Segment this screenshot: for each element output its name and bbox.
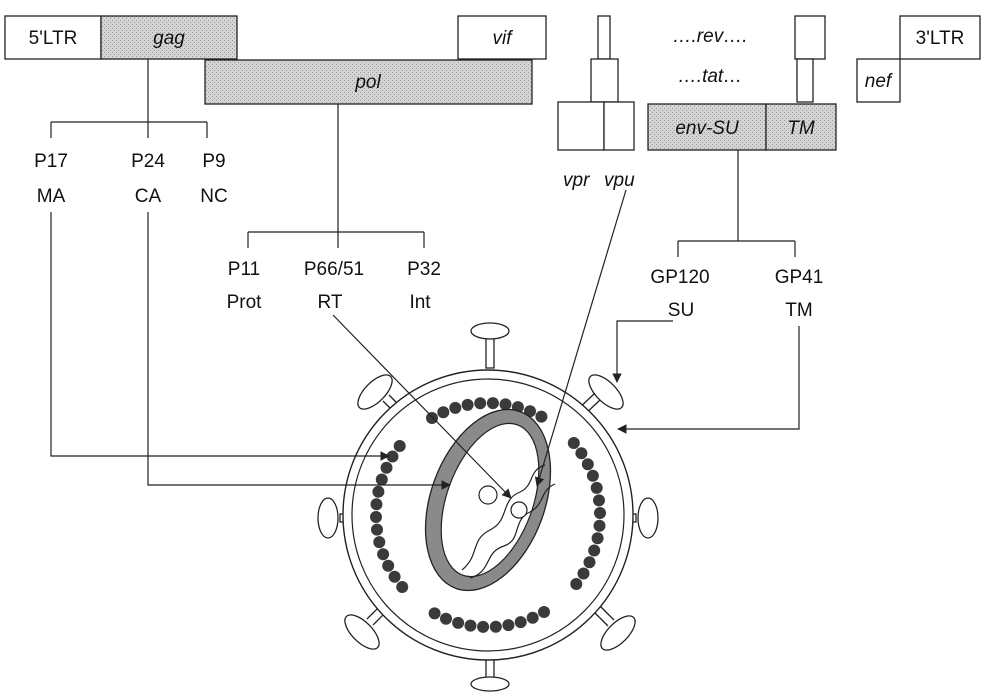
matrix-dot (593, 494, 605, 506)
matrix-dot (377, 548, 389, 560)
matrix-dot (568, 437, 580, 449)
gag-label: gag (153, 28, 185, 49)
gag-product-protein: P17 (34, 151, 68, 172)
matrix-dot (477, 621, 489, 633)
matrix-dot (376, 474, 388, 486)
ltr3-label: 3'LTR (916, 28, 965, 49)
vpr-vpu-exons: vpr vpu (558, 16, 635, 191)
matrix-dot (591, 482, 603, 494)
matrix-dot (490, 621, 502, 633)
matrix-dot (440, 613, 452, 625)
matrix-dot (594, 507, 606, 519)
matrix-dot (462, 399, 474, 411)
matrix-dot (389, 571, 401, 583)
ltr3-box: 3'LTR (900, 16, 980, 59)
matrix-dot (538, 606, 550, 618)
matrix-dot (452, 617, 464, 629)
matrix-dot (371, 524, 383, 536)
gag-product-protein: P24 (131, 151, 165, 172)
matrix-dot (570, 578, 582, 590)
su-arrow (617, 321, 673, 382)
env-su-box: env-SU (648, 104, 766, 150)
gag-product-name: MA (37, 186, 66, 207)
pol-product-protein: P32 (407, 259, 441, 280)
matrix-dot (394, 440, 406, 452)
env-product-name: TM (785, 300, 812, 321)
rev-tat-exons (795, 16, 825, 102)
ma-arrow (51, 212, 389, 456)
nef-label: nef (865, 71, 893, 92)
matrix-dot (587, 470, 599, 482)
pol-gene-box: pol (205, 60, 532, 104)
matrix-dot (592, 532, 604, 544)
matrix-dot (584, 556, 596, 568)
pol-product-name: Int (409, 292, 431, 313)
pol-product-name: Prot (227, 292, 263, 313)
matrix-dot (381, 462, 393, 474)
pol-product-protein: P11 (228, 259, 260, 280)
matrix-dot (373, 536, 385, 548)
matrix-dot (372, 486, 384, 498)
enzyme-circle (511, 502, 527, 518)
enzyme-circle (479, 486, 497, 504)
matrix-dot (502, 619, 514, 631)
nef-gene-box: nef (857, 59, 900, 102)
matrix-dot (429, 607, 441, 619)
matrix-dot (575, 447, 587, 459)
vpr-label: vpr (563, 170, 590, 191)
tm-arrow (618, 326, 799, 429)
matrix-dot (437, 406, 449, 418)
virion (318, 323, 658, 691)
pol-label: pol (354, 72, 381, 93)
vif-gene-box: vif (458, 16, 546, 59)
gag-products: P17 MA P24 CA P9 NC (34, 59, 228, 207)
pol-product-protein: P66/51 (304, 259, 364, 280)
matrix-dot (426, 412, 438, 424)
matrix-dot (487, 397, 499, 409)
pol-products: P11 Prot P66/51 RT P32 Int (227, 104, 441, 313)
env-tm-box: TM (766, 104, 836, 150)
matrix-dot (588, 545, 600, 557)
env-products: GP120 SU GP41 TM (650, 150, 823, 321)
ltr5-box: 5'LTR (5, 16, 101, 59)
env-su-label: env-SU (675, 118, 739, 139)
env-product-protein: GP41 (775, 267, 824, 288)
matrix-dot (582, 458, 594, 470)
rev-label: ….rev…. (673, 26, 748, 47)
matrix-dot (578, 568, 590, 580)
matrix-dot (515, 616, 527, 628)
matrix-dot (535, 411, 547, 423)
matrix-dot (474, 397, 486, 409)
env-product-protein: GP120 (650, 267, 709, 288)
gag-gene-box: gag (101, 16, 237, 59)
pol-product-name: RT (318, 292, 343, 313)
vpu-label: vpu (604, 170, 635, 191)
matrix-dot (449, 402, 461, 414)
matrix-dot (371, 498, 383, 510)
env-tm-label: TM (787, 118, 815, 139)
matrix-dot (527, 612, 539, 624)
matrix-dot (500, 398, 512, 410)
tat-label: ….tat… (678, 66, 742, 87)
gag-product-name: CA (135, 186, 162, 207)
matrix-dot (594, 520, 606, 532)
vif-label: vif (493, 28, 514, 49)
gag-product-name: NC (200, 186, 227, 207)
gag-product-protein: P9 (202, 151, 225, 172)
matrix-dot (465, 620, 477, 632)
matrix-dot (396, 581, 408, 593)
env-product-name: SU (668, 300, 694, 321)
ltr5-label: 5'LTR (29, 28, 78, 49)
matrix-dot (382, 560, 394, 572)
matrix-dot (370, 511, 382, 523)
